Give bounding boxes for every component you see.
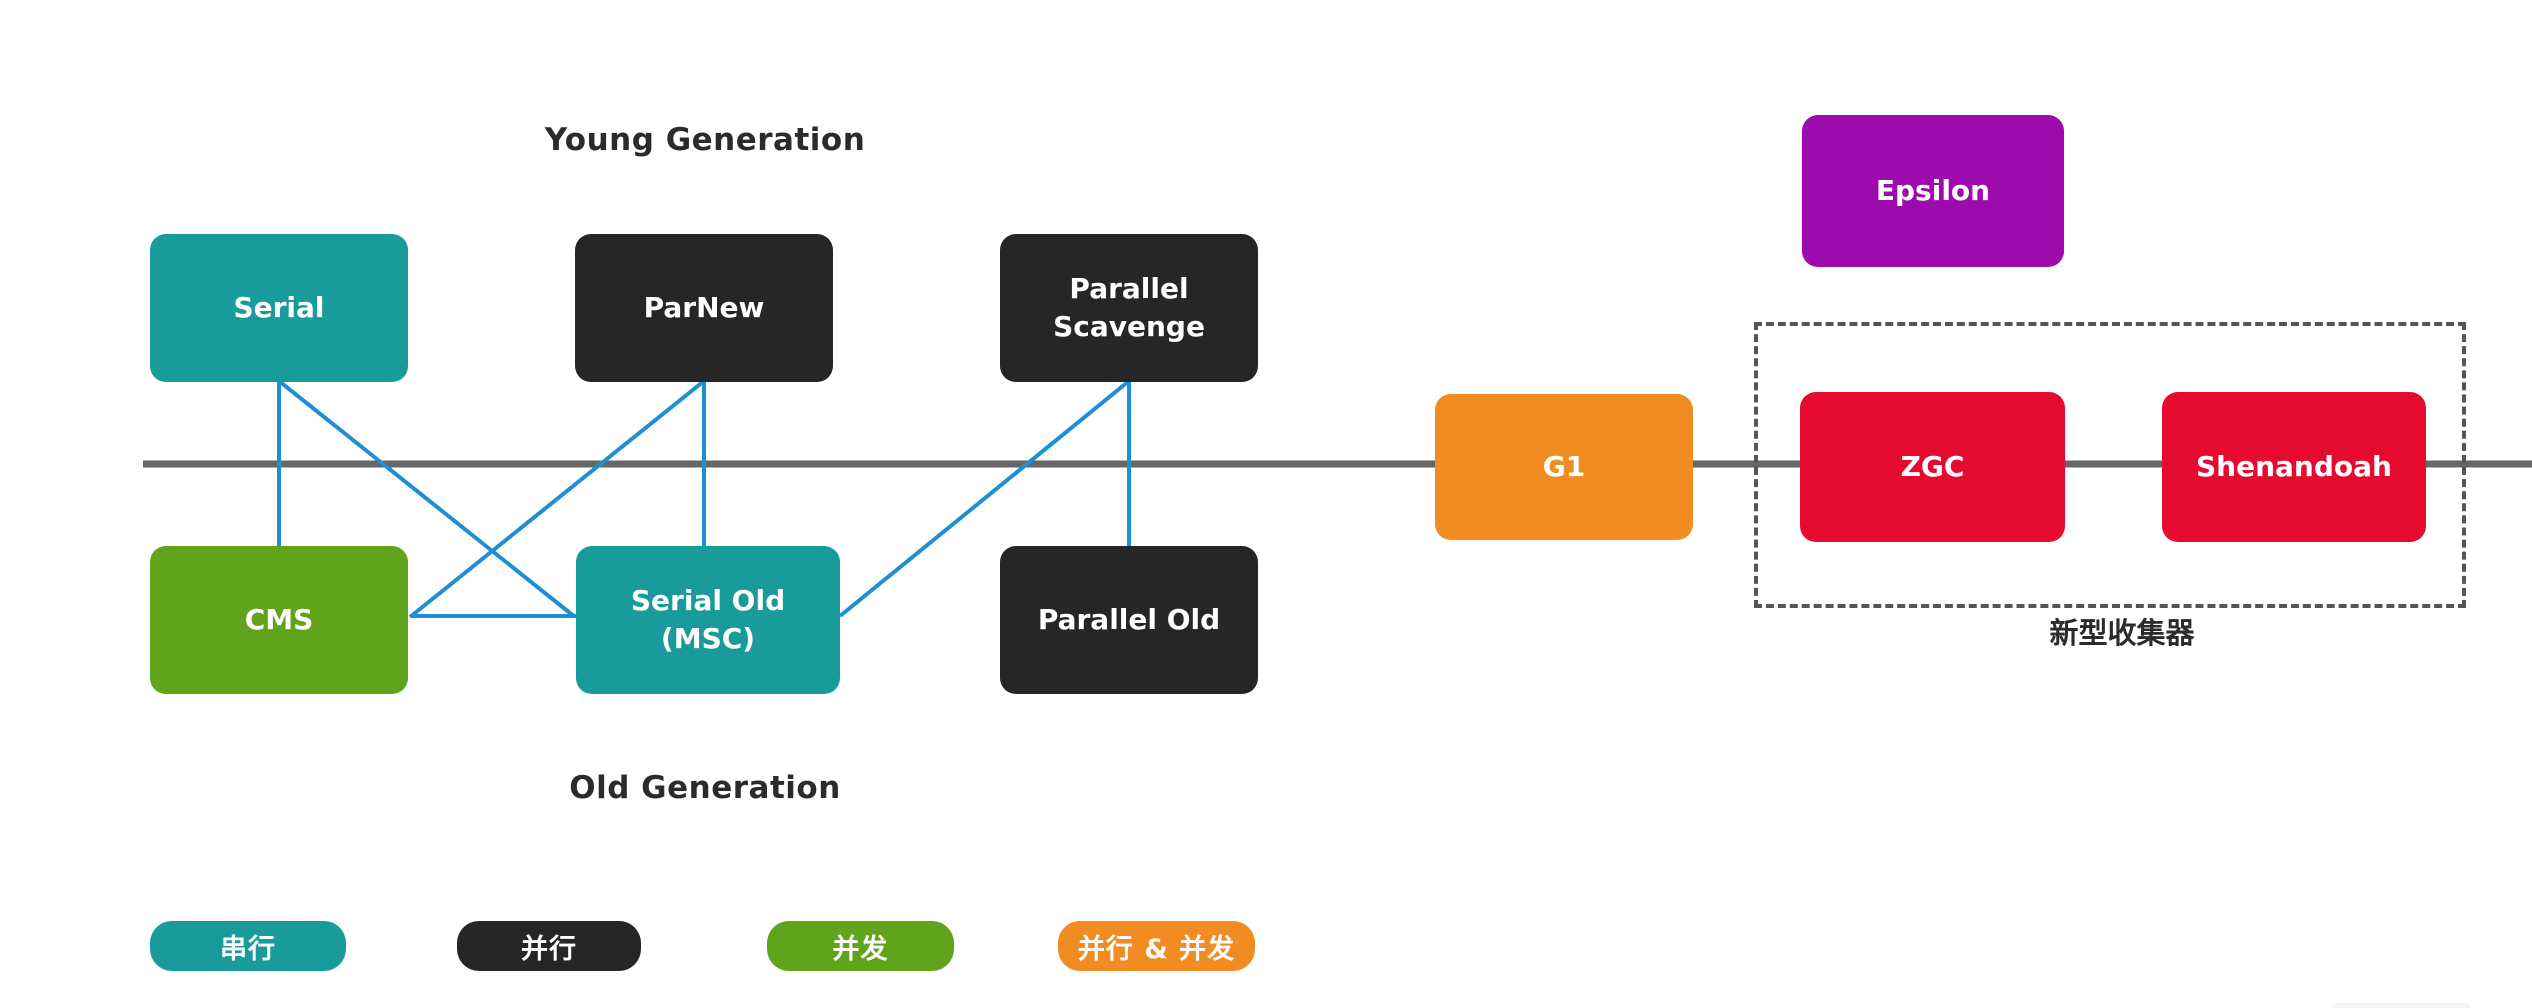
- node-serial: Serial: [150, 234, 408, 382]
- node-serial-old: Serial Old (MSC): [576, 546, 840, 694]
- legend-parallel-concurrent-label: 并行 & 并发: [1077, 933, 1236, 965]
- legend-concurrent-badge: 并发: [767, 921, 954, 971]
- node-g1-label: G1: [1542, 450, 1586, 484]
- node-serial-old-label: Serial Old: [630, 584, 786, 618]
- node-zgc: ZGC: [1800, 392, 2065, 542]
- young-generation-title: Young Generation: [544, 122, 866, 158]
- bottom-right-cutoff-element: [2332, 1003, 2470, 1008]
- legend-concurrent-label: 并发: [832, 933, 889, 965]
- legend-parallel-label: 并行: [521, 933, 577, 965]
- node-shenandoah-label: Shenandoah: [2196, 450, 2392, 484]
- node-epsilon-label: Epsilon: [1875, 174, 1991, 208]
- node-serial-label: Serial: [233, 291, 325, 325]
- legend-serial-label: 串行: [220, 933, 276, 965]
- node-parallel-scavenge-label: Parallel Scavenge: [1053, 272, 1205, 343]
- node-g1: G1: [1435, 394, 1693, 540]
- legend-serial-badge: 串行: [150, 921, 346, 971]
- node-epsilon: Epsilon: [1802, 115, 2064, 267]
- node-parnew: ParNew: [575, 234, 833, 382]
- node-cms-label: CMS: [244, 603, 314, 637]
- node-parallel-old-label: Parallel Old: [1037, 603, 1221, 637]
- node-serial-old-sublabel: (MSC): [660, 622, 756, 655]
- edge-parnew-cms: [408, 379, 706, 619]
- new-collectors-group-label: 新型收集器: [2049, 616, 2195, 650]
- edge-parallel-scavenge-serial-old: [838, 379, 1131, 618]
- node-parallel-old: Parallel Old: [1000, 546, 1258, 694]
- node-zgc-label: ZGC: [1900, 450, 1965, 484]
- new-collectors-group-box: [1754, 322, 2466, 608]
- node-shenandoah: Shenandoah: [2162, 392, 2426, 542]
- node-parnew-label: ParNew: [643, 291, 765, 325]
- old-generation-title: Old Generation: [569, 770, 841, 806]
- node-parallel-scavenge: Parallel Scavenge: [1000, 234, 1258, 382]
- legend-parallel-concurrent-badge: 并行 & 并发: [1058, 921, 1255, 971]
- legend-parallel-badge: 并行: [457, 921, 641, 971]
- node-cms: CMS: [150, 546, 408, 694]
- edge-serial-serial-old: [277, 379, 577, 619]
